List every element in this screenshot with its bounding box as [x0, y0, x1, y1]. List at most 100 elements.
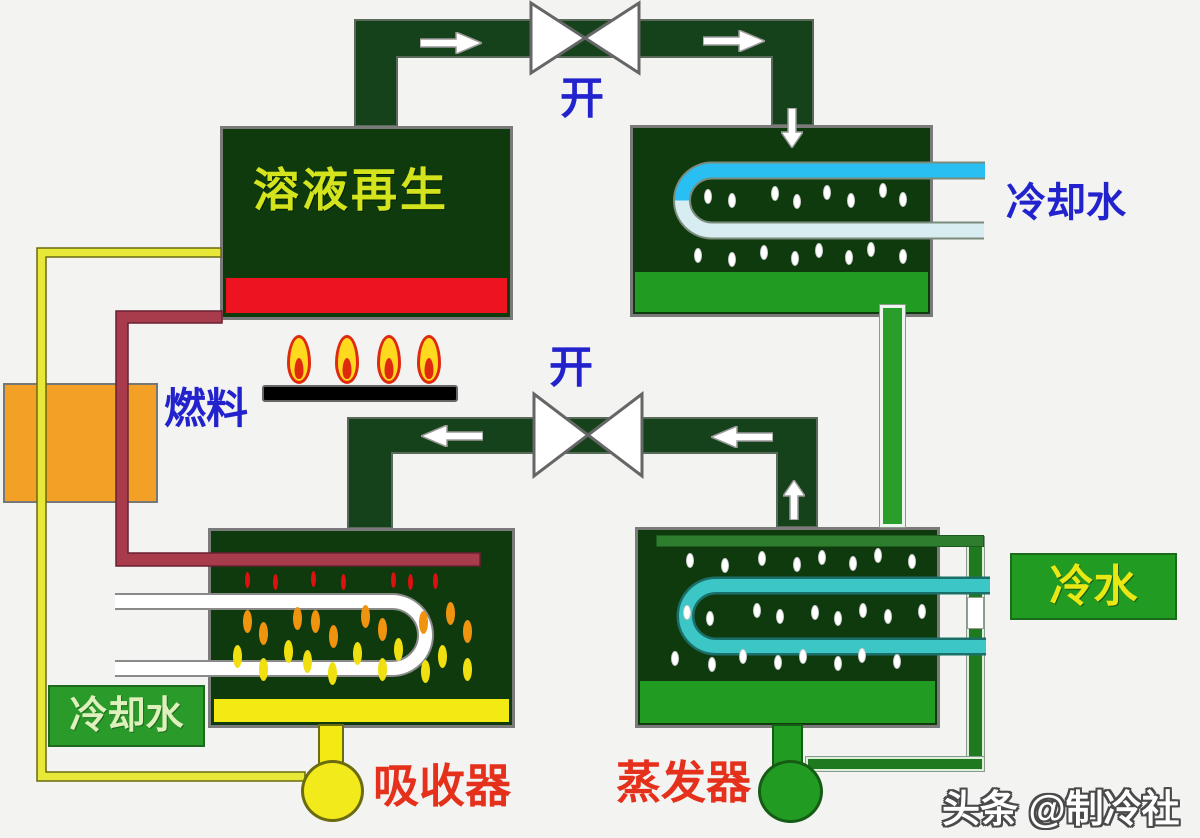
- flow-arrow-left-icon: [421, 425, 483, 447]
- cooling-water-absorber-label: 冷却水: [69, 695, 184, 737]
- droplet: [899, 191, 907, 207]
- chilled-water-box: 冷水: [1010, 553, 1177, 620]
- droplet: [258, 657, 268, 681]
- flow-arrow-right-icon: [703, 30, 765, 52]
- absorber-pump-circle: [301, 760, 364, 822]
- droplet: [818, 549, 826, 565]
- droplet: [834, 610, 842, 626]
- droplet: [728, 251, 736, 267]
- droplet: [823, 184, 831, 200]
- droplet: [420, 659, 430, 683]
- valve-middle-label: 开: [549, 343, 593, 392]
- droplet: [847, 192, 855, 208]
- droplet: [776, 608, 784, 624]
- droplet: [758, 550, 766, 566]
- droplet: [327, 661, 337, 685]
- droplet: [728, 192, 736, 208]
- droplet: [418, 610, 428, 634]
- flame-icon: [335, 335, 359, 384]
- droplet: [686, 552, 694, 568]
- droplet: [908, 553, 916, 569]
- droplet: [437, 644, 447, 668]
- droplet: [244, 572, 250, 588]
- droplet: [874, 547, 882, 563]
- droplet: [242, 609, 252, 633]
- droplet: [310, 571, 316, 587]
- droplet: [704, 188, 712, 204]
- droplet: [884, 608, 892, 624]
- droplet: [867, 241, 875, 257]
- cooling-water-absorber-box: 冷却水: [48, 685, 205, 747]
- evaporator-liquid-strip: [640, 681, 935, 723]
- flow-arrow-down-icon: [781, 108, 803, 148]
- valve-open-top-icon: [529, 0, 641, 76]
- evaporator-label: 蒸发器: [616, 757, 752, 808]
- droplet: [390, 572, 396, 588]
- droplet: [360, 604, 370, 628]
- droplet: [760, 244, 768, 260]
- droplet: [793, 193, 801, 209]
- burner-plate: [262, 385, 458, 402]
- flow-arrow-up-icon: [783, 480, 805, 520]
- condensate-down-pipe: [880, 305, 905, 527]
- droplet: [815, 242, 823, 258]
- droplet: [893, 653, 901, 669]
- generator-label: 溶液再生: [253, 164, 449, 216]
- droplet: [859, 602, 867, 618]
- flame-icon: [287, 335, 311, 384]
- droplet: [708, 656, 716, 672]
- droplet: [793, 556, 801, 572]
- flow-arrow-left-icon: [711, 426, 773, 448]
- droplet: [753, 602, 761, 618]
- droplet: [393, 637, 403, 661]
- droplet: [232, 644, 242, 668]
- droplet: [671, 650, 679, 666]
- droplet: [706, 610, 714, 626]
- droplet: [377, 617, 387, 641]
- droplet: [272, 574, 278, 590]
- cooling-water-condenser-label: 冷却水: [1006, 181, 1126, 225]
- valve-top-label: 开: [560, 74, 604, 123]
- droplet: [462, 657, 472, 681]
- flame-core: [384, 358, 394, 379]
- droplet: [811, 604, 819, 620]
- droplet: [771, 185, 779, 201]
- flame-icon: [417, 335, 441, 384]
- droplet: [799, 648, 807, 664]
- droplet: [462, 619, 472, 643]
- droplet: [899, 248, 907, 264]
- fuel-label: 燃料: [164, 385, 249, 432]
- droplet: [791, 250, 799, 266]
- droplet: [292, 606, 302, 630]
- chilled-water-label: 冷水: [1049, 561, 1138, 611]
- droplet: [310, 609, 320, 633]
- droplet: [849, 555, 857, 571]
- droplet: [918, 603, 926, 619]
- droplet: [352, 641, 362, 665]
- droplet: [694, 247, 702, 263]
- droplet: [774, 654, 782, 670]
- watermark-text: 头条 @制冷社区: [942, 789, 1180, 831]
- valve-open-middle-icon: [532, 391, 644, 479]
- evaporator-spray-header: [656, 535, 984, 547]
- droplet: [283, 639, 293, 663]
- droplet: [432, 573, 438, 589]
- flow-arrow-right-icon: [420, 32, 482, 54]
- droplet: [721, 557, 729, 573]
- flame-core: [294, 358, 304, 379]
- droplet: [377, 657, 387, 681]
- droplet: [683, 604, 691, 620]
- droplet: [739, 648, 747, 664]
- droplet: [445, 601, 455, 625]
- droplet: [407, 574, 413, 590]
- flame-icon: [377, 335, 401, 384]
- flame-core: [342, 358, 352, 379]
- droplet: [340, 574, 346, 590]
- droplet: [834, 655, 842, 671]
- droplet: [845, 249, 853, 265]
- flame-core: [424, 358, 434, 379]
- condenser-liquid-strip: [635, 272, 928, 312]
